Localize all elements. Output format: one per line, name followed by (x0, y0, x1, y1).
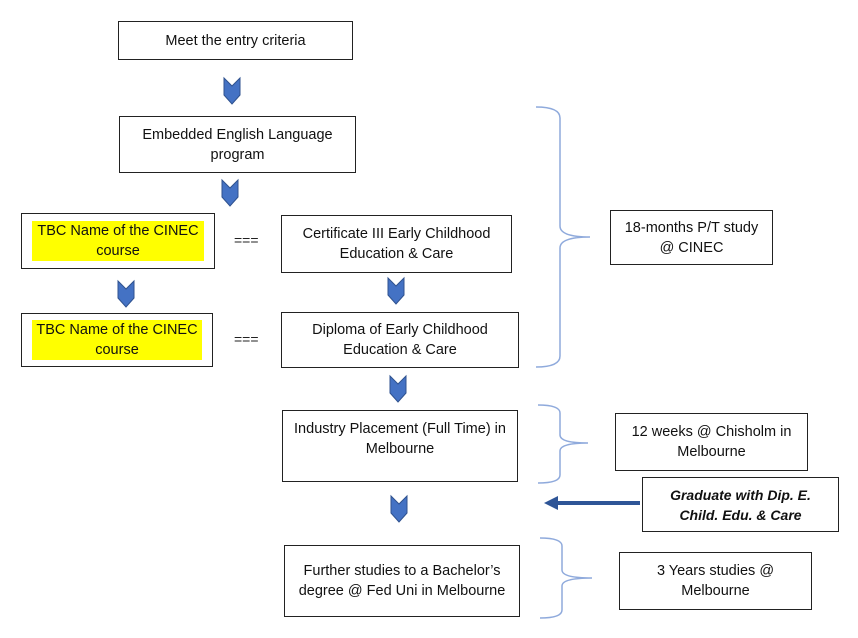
cinec-study-box: 18-months P/T study @ CINEC (610, 210, 773, 265)
chevron-down-icon (390, 495, 408, 523)
english-program-text: Embedded English Language program (142, 126, 333, 163)
english-program-box: Embedded English Language program (119, 116, 356, 173)
certificate-iii-text: Certificate III Early Childhood Educatio… (302, 226, 491, 262)
tbc-course-box-1: TBC Name of the CINEC course (21, 213, 215, 269)
chevron-down-icon (223, 77, 241, 105)
chevron-down-icon (117, 280, 135, 308)
equivalence-mark-1: === (234, 232, 259, 248)
curly-brace-icon (539, 537, 593, 619)
chevron-down-icon (387, 277, 405, 305)
cinec-study-text: 18-months P/T study @ CINEC (624, 219, 759, 256)
chisholm-box: 12 weeks @ Chisholm in Melbourne (615, 413, 808, 471)
chevron-down-icon (221, 179, 239, 207)
equivalence-mark-2: === (234, 331, 259, 347)
melbourne-studies-box: 3 Years studies @ Melbourne (619, 552, 812, 610)
graduate-box: Graduate with Dip. E. Child. Edu. & Care (642, 477, 839, 532)
tbc-course-text-2: TBC Name of the CINEC course (32, 320, 202, 360)
certificate-iii-box: Certificate III Early Childhood Educatio… (281, 215, 512, 273)
curly-brace-icon (537, 404, 589, 484)
industry-placement-box: Industry Placement (Full Time) in Melbou… (282, 410, 518, 482)
bachelor-studies-text: Further studies to a Bachelor’s degree @… (298, 563, 506, 599)
diploma-text: Diploma of Early Childhood Education & C… (312, 322, 488, 358)
entry-criteria-box: Meet the entry criteria (118, 21, 353, 60)
tbc-course-text-1: TBC Name of the CINEC course (32, 221, 204, 261)
chevron-down-icon (389, 375, 407, 403)
tbc-course-box-2: TBC Name of the CINEC course (21, 313, 213, 367)
bachelor-studies-box: Further studies to a Bachelor’s degree @… (284, 545, 520, 617)
industry-placement-text: Industry Placement (Full Time) in Melbou… (294, 421, 506, 457)
curly-brace-icon (535, 106, 591, 368)
chisholm-text: 12 weeks @ Chisholm in Melbourne (631, 424, 792, 460)
graduate-text: Graduate with Dip. E. Child. Edu. & Care (670, 486, 811, 523)
arrow-left-icon (544, 496, 640, 510)
diploma-box: Diploma of Early Childhood Education & C… (281, 312, 519, 368)
entry-criteria-text: Meet the entry criteria (165, 32, 306, 49)
melbourne-studies-text: 3 Years studies @ Melbourne (656, 563, 775, 599)
